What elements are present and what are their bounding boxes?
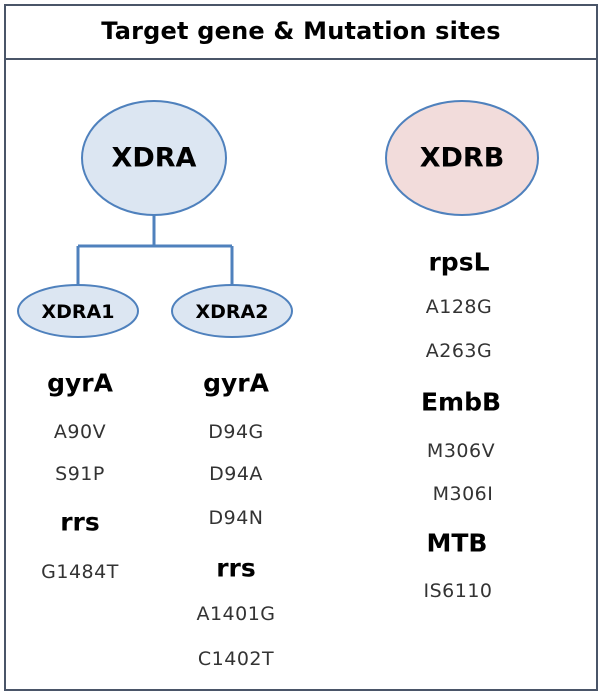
xdrb-gene-embb: EmbB — [420, 387, 502, 417]
xdrb-node — [385, 100, 539, 216]
xdra1-gene-gyra: gyrA — [47, 368, 113, 398]
xdra2-site: C1402T — [197, 648, 275, 670]
xdra2-label: XDRA2 — [195, 301, 269, 323]
xdra1-site: A90V — [53, 421, 107, 443]
title-bar: Target gene & Mutation sites — [4, 4, 598, 60]
xdra1-gene-rrs: rrs — [60, 507, 100, 537]
xdra2-gene-gyra: gyrA — [203, 368, 269, 398]
diagram-title: Target gene & Mutation sites — [101, 17, 501, 45]
xdrb-label: XDRB — [419, 142, 505, 174]
xdra2-site: D94N — [208, 507, 264, 529]
xdrb-gene-mtb: MTB — [426, 528, 488, 558]
xdra2-gene-rrs: rrs — [216, 553, 256, 583]
tree-connector — [76, 215, 234, 285]
xdrb-site: M306I — [432, 483, 494, 505]
xdrb-site: IS6110 — [423, 580, 493, 602]
xdra1-label: XDRA1 — [41, 301, 115, 323]
xdra1-site: S91P — [55, 463, 105, 485]
xdrb-site: M306V — [426, 440, 496, 462]
xdra2-site: D94A — [209, 463, 263, 485]
xdrb-gene-rpsl: rpsL — [428, 247, 490, 277]
xdrb-site: A263G — [425, 340, 493, 362]
xdra1-site: G1484T — [41, 561, 119, 583]
xdra2-site: A1401G — [196, 603, 276, 625]
xdra-label: XDRA — [111, 142, 197, 174]
xdrb-site: A128G — [425, 296, 493, 318]
xdra2-site: D94G — [208, 421, 264, 443]
diagram-frame — [4, 4, 598, 691]
